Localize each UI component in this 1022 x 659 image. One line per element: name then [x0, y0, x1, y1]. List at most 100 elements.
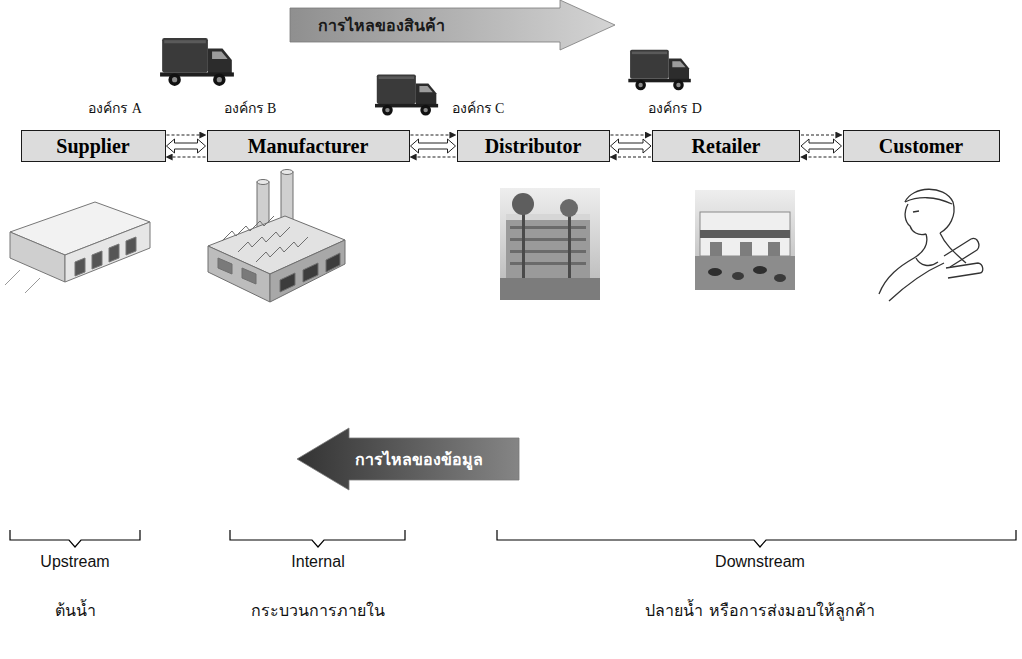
- org-label: องค์กร B: [224, 97, 277, 119]
- retailer-photo: [740, 242, 752, 256]
- distributor-photo: [500, 188, 600, 300]
- retailer-photo: [700, 212, 790, 256]
- node-text: Distributor: [485, 135, 582, 158]
- delivery-truck: [628, 50, 690, 90]
- distributor-photo: [560, 199, 578, 217]
- customer-sketch: [905, 198, 952, 204]
- flow-connector: [801, 156, 842, 157]
- warehouse-picture: [92, 251, 102, 269]
- retailer-photo: [732, 272, 744, 280]
- chain-box: Supplier: [21, 130, 166, 162]
- distributor-photo: [506, 214, 590, 278]
- chain-box: Manufacturer: [207, 130, 410, 162]
- flow-connector: [167, 156, 206, 157]
- delivery-truck: [160, 38, 234, 86]
- warehouse-picture: [10, 232, 65, 282]
- factory-picture: [208, 246, 270, 302]
- factory-picture: [326, 253, 340, 272]
- double-arrow: [411, 139, 456, 153]
- stream-thai-label: ต้นน้ำ: [55, 598, 96, 623]
- stream-label: Downstream: [715, 553, 805, 571]
- customer-sketch: [905, 204, 926, 235]
- retailer-photo: [774, 274, 786, 282]
- customer-sketch: [946, 263, 983, 278]
- flow-connector: [167, 134, 206, 135]
- warehouse-picture: [5, 202, 150, 293]
- factory-picture: [208, 170, 345, 303]
- scope-bracket: [497, 530, 1016, 547]
- warehouse-picture: [126, 237, 136, 255]
- flow-connector: [411, 134, 456, 135]
- factory-picture: [242, 268, 256, 284]
- stream-thai-label: กระบวนการภายใน: [251, 598, 385, 623]
- factory-picture: [222, 216, 274, 241]
- stream-label: Upstream: [40, 553, 109, 571]
- node-text: Customer: [879, 135, 963, 158]
- warehouse-picture: [65, 222, 150, 282]
- flow-connector: [611, 156, 652, 157]
- arrow-outline: [290, 0, 615, 50]
- stream-label: Internal: [291, 553, 344, 571]
- node-text: Retailer: [692, 135, 761, 158]
- double-arrow: [167, 139, 206, 153]
- retailer-photo: [695, 190, 795, 290]
- distributor-photo: [510, 250, 586, 253]
- retailer-photo: [700, 230, 790, 238]
- retailer-photo: [753, 266, 767, 274]
- distributor-photo: [512, 193, 534, 215]
- retailer-photo: [695, 256, 795, 290]
- org-label: องค์กร D: [648, 97, 702, 119]
- retailer-photo: [710, 242, 722, 256]
- retailer-photo: [768, 242, 780, 256]
- double-arrow: [611, 139, 652, 153]
- retailer-photo: [708, 268, 722, 276]
- customer-sketch: [889, 263, 944, 301]
- flow-connector: [611, 134, 652, 135]
- flow-connector: [801, 134, 842, 135]
- factory-picture: [218, 258, 232, 274]
- distributor-photo: [510, 226, 586, 229]
- scope-bracket: [10, 530, 140, 547]
- scope-bracket: [10, 530, 1016, 547]
- warehouse-picture: [109, 244, 119, 262]
- customer-sketch: [905, 189, 954, 233]
- factory-picture: [303, 263, 318, 282]
- stream-thai-label: ปลายน้ำ หรือการส่งมอบให้ลูกค้า: [645, 598, 874, 623]
- scope-bracket: [230, 530, 405, 547]
- customer-sketch: [879, 234, 927, 294]
- retailer-photo: [695, 190, 795, 290]
- factory-picture: [280, 273, 295, 292]
- distributor-photo: [500, 188, 600, 300]
- org-label: องค์กร C: [452, 97, 505, 119]
- org-label: องค์กร A: [88, 97, 142, 119]
- node-text: การไหลของข้อมูล: [355, 447, 483, 472]
- chain-box: Distributor: [457, 130, 610, 162]
- warehouse-picture: [5, 270, 20, 285]
- factory-picture: [281, 170, 293, 175]
- goods-flow-arrow: การไหลของสินค้า: [290, 0, 615, 50]
- customer-sketch: [879, 189, 983, 301]
- distributor-photo: [500, 278, 600, 300]
- factory-picture: [257, 180, 269, 185]
- distributor-photo: [510, 262, 586, 265]
- chain-box: Retailer: [652, 130, 800, 162]
- factory-picture: [270, 240, 345, 302]
- double-arrow: [801, 139, 842, 153]
- chain-box: Customer: [843, 130, 1000, 162]
- flow-connector: [411, 156, 456, 157]
- info-flow-arrow: การไหลของข้อมูล: [297, 428, 519, 490]
- delivery-truck: [375, 75, 438, 116]
- factory-picture: [238, 227, 290, 252]
- node-text: Manufacturer: [248, 135, 369, 158]
- factory-picture: [256, 237, 308, 262]
- customer-sketch: [944, 238, 979, 267]
- warehouse-picture: [75, 258, 85, 276]
- customer-sketch: [916, 258, 938, 265]
- node-text: การไหลของสินค้า: [318, 13, 445, 38]
- node-text: Supplier: [56, 135, 129, 158]
- customer-sketch: [913, 211, 919, 212]
